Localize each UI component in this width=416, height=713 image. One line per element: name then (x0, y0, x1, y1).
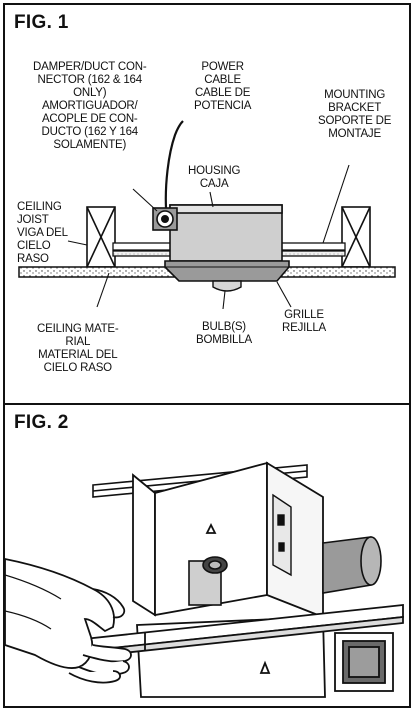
bulb (212, 280, 242, 292)
fig2-panel: FIG. 2 (5, 405, 409, 706)
power-cable (164, 120, 184, 209)
damper-duct-connector (152, 207, 178, 231)
fig1-title: FIG. 1 (14, 12, 69, 33)
right-ceiling-joist (341, 206, 371, 268)
housing-label: HOUSING CAJA (188, 165, 241, 190)
grille-label: GRILLE REJILLA (282, 309, 326, 334)
ceiling-joist-label: CEILING JOIST VIGA DEL CIELO RASO (17, 201, 68, 265)
hand (5, 558, 132, 684)
power-cable-label: POWER CABLE CABLE DE POTENCIA (194, 61, 252, 112)
figure-frame: FIG. 1 (3, 3, 411, 708)
left-ceiling-joist (86, 206, 116, 268)
bulb-label: BULB(S) BOMBILLA (196, 321, 252, 346)
ceiling-material-label: CEILING MATE- RIAL MATERIAL DEL CIELO RA… (37, 323, 119, 374)
fig2-installation-illustration (5, 461, 404, 698)
fig2-title: FIG. 2 (14, 412, 69, 433)
fig2-housing (132, 461, 326, 698)
housing-box (169, 204, 283, 262)
mounting-bracket-label: MOUNTING BRACKET SOPORTE DE MONTAJE (318, 89, 392, 140)
fig1-cross-section-drawing (18, 120, 396, 310)
fig2-blower-motor (322, 536, 382, 594)
fig2-socket (188, 556, 228, 606)
grille (164, 260, 290, 282)
fig2-side-plate (272, 493, 292, 577)
fig1-panel: FIG. 1 (5, 5, 409, 405)
damper-duct-connector-label: DAMPER/DUCT CON- NECTOR (162 & 164 ONLY)… (33, 61, 147, 151)
fig2-damper (334, 632, 394, 692)
leader-lines (67, 164, 350, 310)
arm-detail (5, 574, 62, 630)
